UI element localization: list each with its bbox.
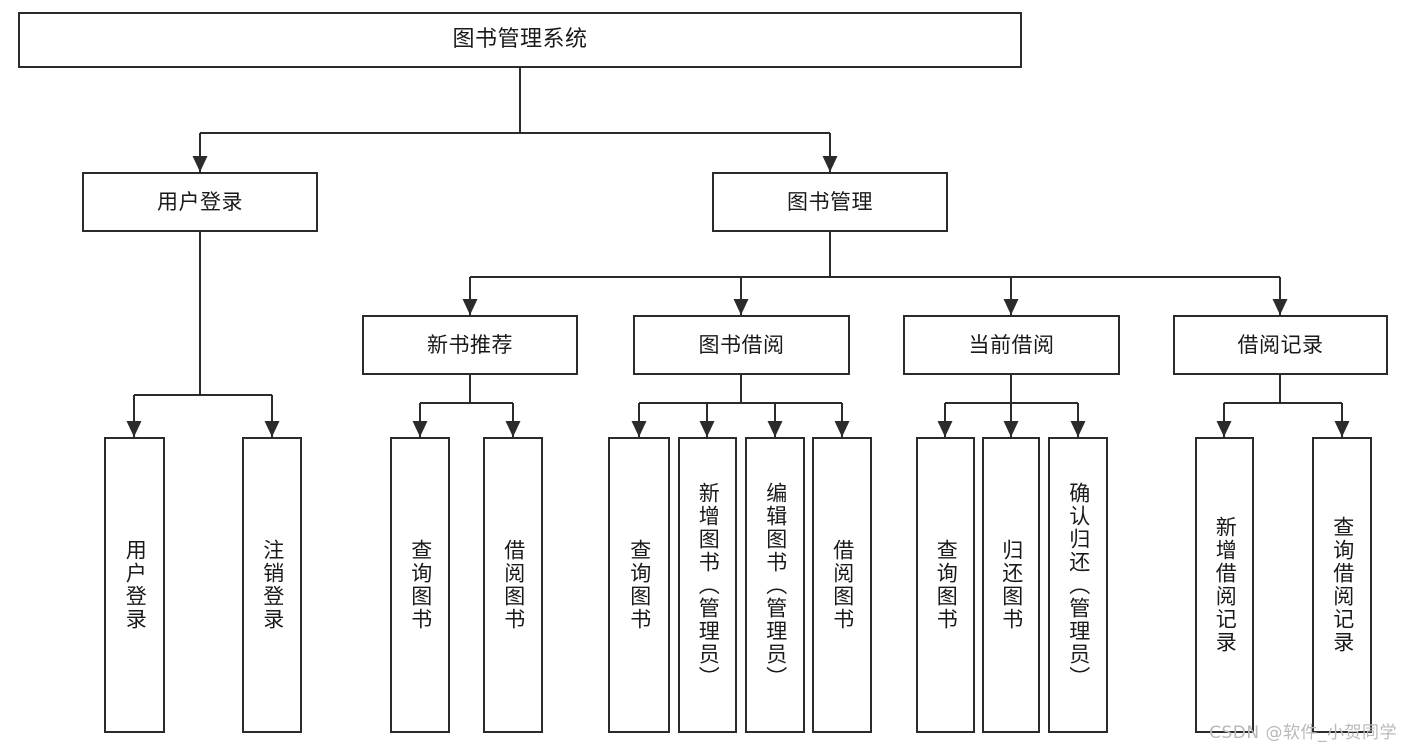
node-label: 借阅图书 (830, 539, 855, 631)
node-label: 确认归还（管理员） (1066, 481, 1091, 689)
node-label: 编辑图书（管理员） (763, 481, 788, 689)
node-leaf-query-book-current[interactable]: 查询图书 (916, 437, 975, 733)
node-label: 查询图书 (408, 539, 433, 631)
node-label: 查询图书 (934, 539, 959, 631)
node-leaf-user-login[interactable]: 用户登录 (104, 437, 165, 733)
node-level2-book-borrowing[interactable]: 图书借阅 (633, 315, 850, 375)
node-level2-borrowing-records[interactable]: 借阅记录 (1173, 315, 1388, 375)
node-label: 查询借阅记录 (1330, 516, 1355, 654)
node-label: 新书推荐 (427, 332, 513, 357)
node-leaf-borrow-book-newbook[interactable]: 借阅图书 (483, 437, 543, 733)
node-label: 注销登录 (260, 539, 285, 631)
node-leaf-logout[interactable]: 注销登录 (242, 437, 302, 733)
node-label: 图书管理系统 (452, 27, 588, 53)
node-label: 图书管理 (787, 189, 873, 214)
node-label: 归还图书 (999, 539, 1024, 631)
node-leaf-query-borrow-record[interactable]: 查询借阅记录 (1312, 437, 1372, 733)
node-leaf-confirm-return-admin[interactable]: 确认归还（管理员） (1048, 437, 1108, 733)
node-label: 图书借阅 (698, 332, 785, 357)
node-leaf-query-book-newbook[interactable]: 查询图书 (390, 437, 450, 733)
node-label: 用户登录 (157, 189, 243, 214)
node-leaf-add-borrow-record[interactable]: 新增借阅记录 (1195, 437, 1254, 733)
node-level2-new-book-recommendation[interactable]: 新书推荐 (362, 315, 578, 375)
node-label: 借阅图书 (501, 539, 526, 631)
node-label: 新增借阅记录 (1213, 516, 1238, 654)
node-level1-book-management[interactable]: 图书管理 (712, 172, 948, 232)
node-leaf-edit-book-admin[interactable]: 编辑图书（管理员） (745, 437, 805, 733)
node-leaf-borrow-book-borrowing[interactable]: 借阅图书 (812, 437, 872, 733)
node-label: 借阅记录 (1237, 332, 1324, 357)
node-label: 新增图书（管理员） (696, 481, 721, 689)
node-level2-current-borrowing[interactable]: 当前借阅 (903, 315, 1120, 375)
node-level1-user-login[interactable]: 用户登录 (82, 172, 318, 232)
node-leaf-query-book-borrowing[interactable]: 查询图书 (608, 437, 670, 733)
watermark-text: CSDN @软件_小贺同学 (1209, 723, 1397, 743)
node-label: 用户登录 (123, 539, 148, 631)
node-label: 当前借阅 (968, 332, 1055, 357)
node-root-book-management-system[interactable]: 图书管理系统 (18, 12, 1022, 68)
node-label: 查询图书 (627, 539, 652, 631)
node-leaf-return-book[interactable]: 归还图书 (982, 437, 1040, 733)
node-leaf-add-book-admin[interactable]: 新增图书（管理员） (678, 437, 737, 733)
